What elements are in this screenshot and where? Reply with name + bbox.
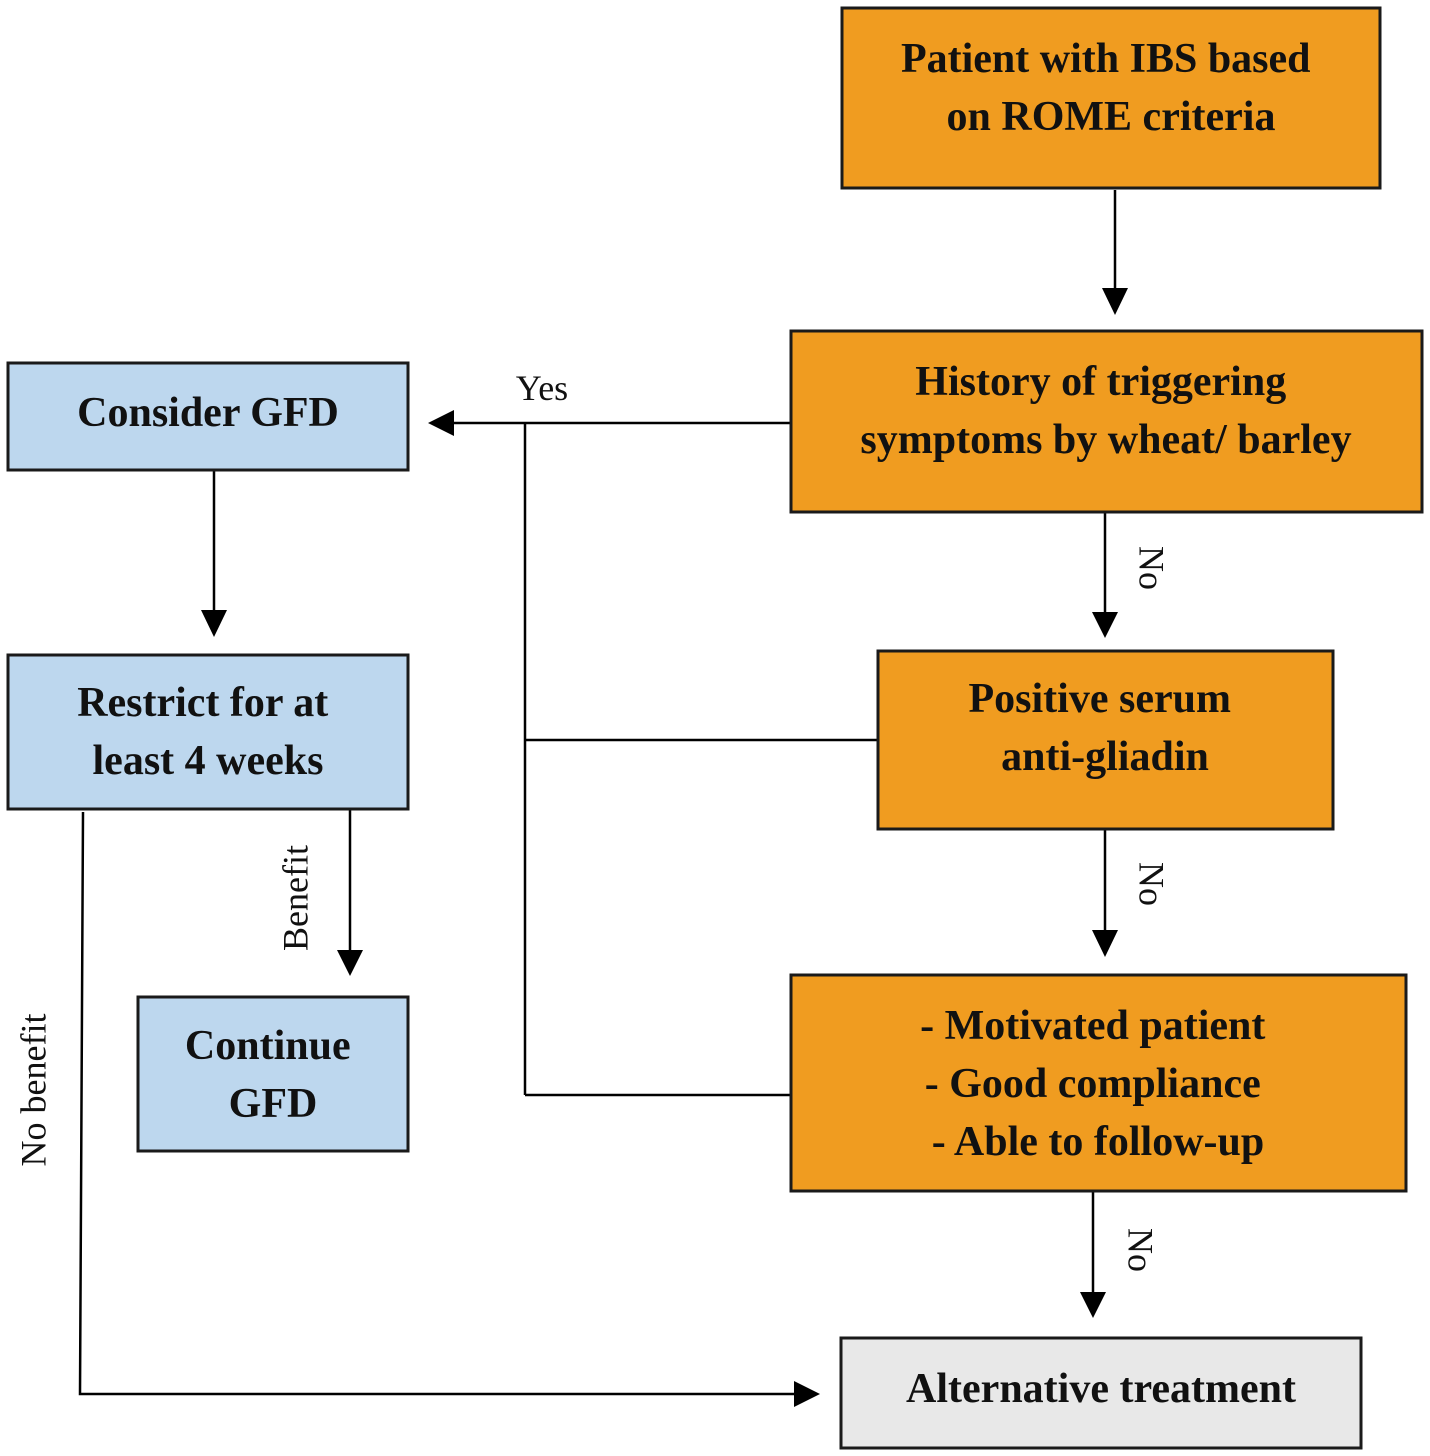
node-restrict-4-weeks: Restrict for at least 4 weeks (6, 653, 410, 811)
svg-text:Alternative treatment: Alternative treatment (906, 1366, 1296, 1412)
edge-label-no-benefit: No benefit (13, 1014, 53, 1167)
node-restrict-line-2: least 4 weeks (93, 738, 324, 784)
node-continue-gfd-box (136, 995, 410, 1153)
node-continue-line-1: Continue (185, 1023, 351, 1069)
node-motivated-patient: - Motivated patient - Good compliance - … (789, 973, 1408, 1193)
svg-text:History of triggering sy: History of triggering symptoms by wheat/… (860, 359, 1351, 463)
node-continue-line-2: GFD (229, 1081, 318, 1127)
node-consider-gfd-box (6, 361, 410, 472)
node-patient-ibs-line-2: on ROME criteria (947, 94, 1276, 140)
node-serum-line-2: anti-gliadin (1001, 734, 1209, 780)
edge-label-no-history: No (1132, 546, 1172, 590)
node-motivated-line-2: - Good compliance (925, 1061, 1261, 1107)
edge-label-no-motivated: No (1121, 1228, 1161, 1272)
edge-motivated-to-alternative (1080, 1192, 1106, 1318)
node-restrict-line-1: Restrict for at (77, 680, 328, 726)
node-continue-gfd: Continue GFD (136, 995, 410, 1153)
edge-serum-to-motivated (1092, 830, 1118, 957)
edge-history-to-serum (1092, 513, 1118, 638)
node-consider-gfd: Consider GFD (6, 361, 410, 472)
node-positive-serum-box (876, 649, 1335, 831)
svg-text:Patient with IBS based o: Patient with IBS based on ROME criteria (901, 36, 1321, 140)
node-patient-ibs-box (840, 6, 1382, 190)
node-alternative-treatment-box (839, 1336, 1363, 1450)
svg-text:- Motivated patient - Go: - Motivated patient - Good compliance - … (920, 1003, 1276, 1165)
node-serum-line-1: Positive serum (969, 676, 1231, 722)
svg-text:Positive serum anti-glia: Positive serum anti-gliadin (969, 676, 1242, 780)
node-motivated-line-3: - Able to follow-up (932, 1119, 1265, 1165)
edge-label-no-serum: No (1132, 862, 1172, 906)
edge-consider-to-restrict (201, 471, 227, 637)
node-motivated-line-1: - Motivated patient (920, 1003, 1265, 1049)
edge-label-yes: Yes (516, 368, 568, 408)
node-history-line-2: symptoms by wheat/ barley (860, 417, 1351, 463)
node-history-line-1: History of triggering (915, 359, 1286, 405)
node-motivated-patient-box (789, 973, 1408, 1193)
edge-yes-to-consider (428, 410, 878, 1097)
node-alternative-treatment: Alternative treatment (839, 1336, 1363, 1450)
svg-text:Continue GFD: Continue GFD (185, 1023, 361, 1127)
svg-text:Restrict for at least 4: Restrict for at least 4 weeks (77, 680, 339, 784)
node-positive-serum: Positive serum anti-gliadin (876, 649, 1335, 831)
node-alternative-line-1: Alternative treatment (906, 1366, 1296, 1412)
node-patient-ibs-line-1: Patient with IBS based (901, 36, 1311, 82)
svg-text:Consider GFD: Consider GFD (77, 390, 339, 436)
node-patient-ibs: Patient with IBS based on ROME criteria (840, 6, 1382, 190)
node-consider-line-1: Consider GFD (77, 390, 339, 436)
edge-ibs-to-history (1102, 190, 1128, 315)
edge-label-benefit: Benefit (275, 845, 315, 951)
node-history-triggering: History of triggering symptoms by wheat/… (789, 329, 1424, 514)
edge-restrict-to-alternative (78, 811, 820, 1407)
node-history-triggering-box (789, 329, 1424, 514)
edge-restrict-to-continue (337, 810, 363, 976)
node-restrict-4-weeks-box (6, 653, 410, 811)
